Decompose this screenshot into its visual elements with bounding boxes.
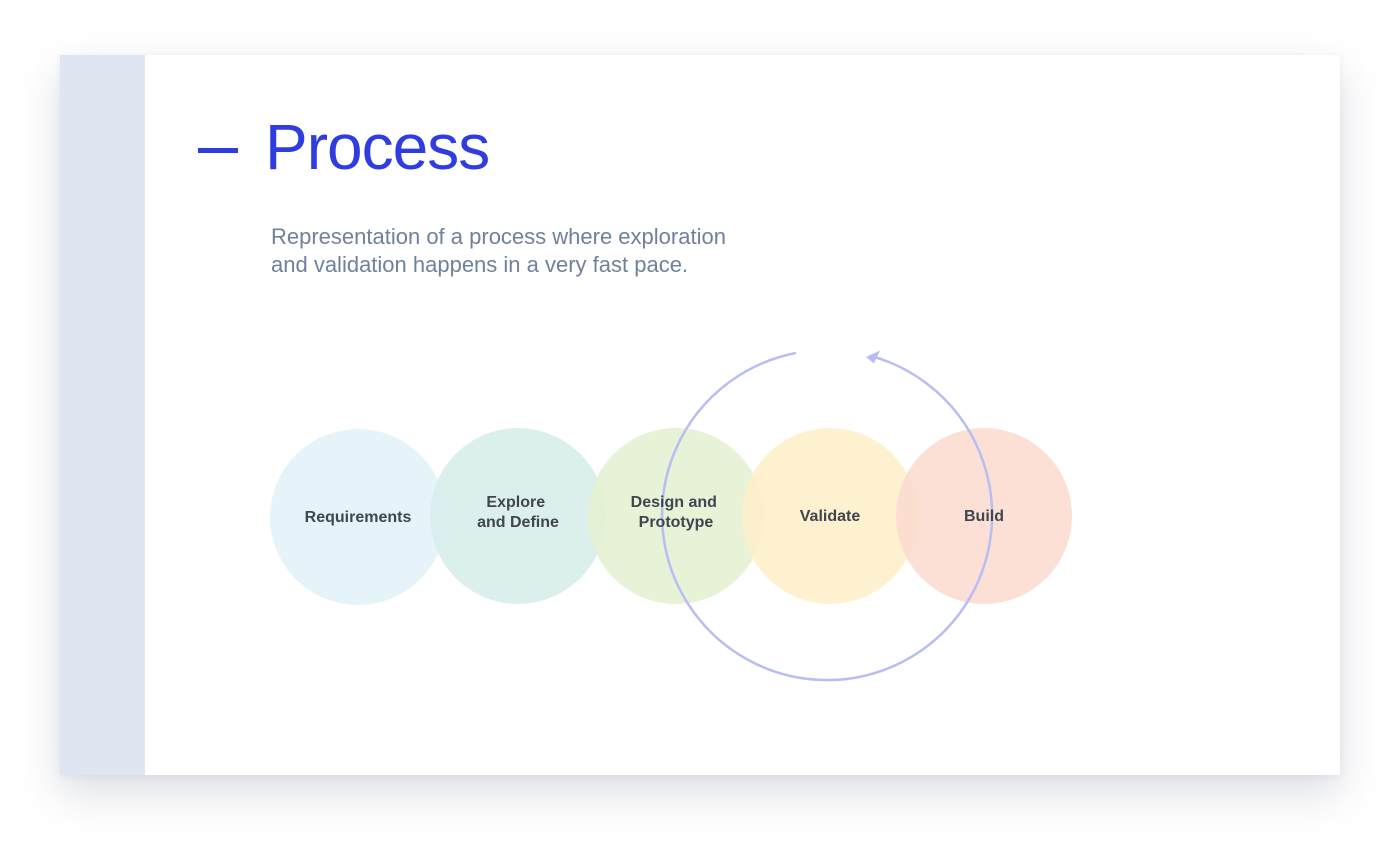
title-dash-icon: [198, 148, 238, 153]
stage-label-design-line-1: Design and: [631, 494, 717, 511]
slide-subtitle: Representation of a process where explor…: [271, 223, 791, 279]
slide-title: Process: [265, 111, 490, 183]
cycle-arrow-arc: [660, 351, 994, 682]
stage-label-explore-line-2: and Define: [477, 514, 559, 531]
stage-circle-requirements: [270, 429, 446, 605]
stage-label-requirements: Requirements: [305, 509, 412, 526]
stage-label-validate: Validate: [800, 508, 861, 525]
stage-circle-validate: [742, 428, 918, 604]
stage-label-requirements-line-1: Requirements: [305, 509, 412, 526]
cycle-arrowhead-icon: [866, 350, 880, 364]
stage-circle-build: [896, 428, 1072, 604]
stage-circle-design: [588, 428, 764, 604]
subtitle-line-2: and validation happens in a very fast pa…: [271, 252, 689, 277]
stage-circles: [270, 428, 1072, 605]
stage-labels: Requirements Explore and Define Design a…: [305, 494, 1004, 531]
cycle-arrow: [660, 350, 994, 682]
stage-label-validate-line-1: Validate: [800, 508, 861, 525]
stage-label-explore-line-1: Explore: [486, 494, 545, 511]
slide-side-bar: [60, 55, 145, 775]
stage-label-design-line-2: Prototype: [639, 514, 714, 531]
stage-label-build: Build: [964, 508, 1004, 525]
stage-circle-explore: [430, 428, 606, 604]
process-diagram: Requirements Explore and Define Design a…: [270, 350, 1072, 682]
stage-label-design: Design and Prototype: [631, 494, 722, 531]
subtitle-line-1: Representation of a process where explor…: [271, 224, 726, 249]
stage-label-build-line-1: Build: [964, 508, 1004, 525]
slide: Process Representation of a process wher…: [60, 55, 1340, 775]
stage-label-explore: Explore and Define: [477, 494, 559, 531]
